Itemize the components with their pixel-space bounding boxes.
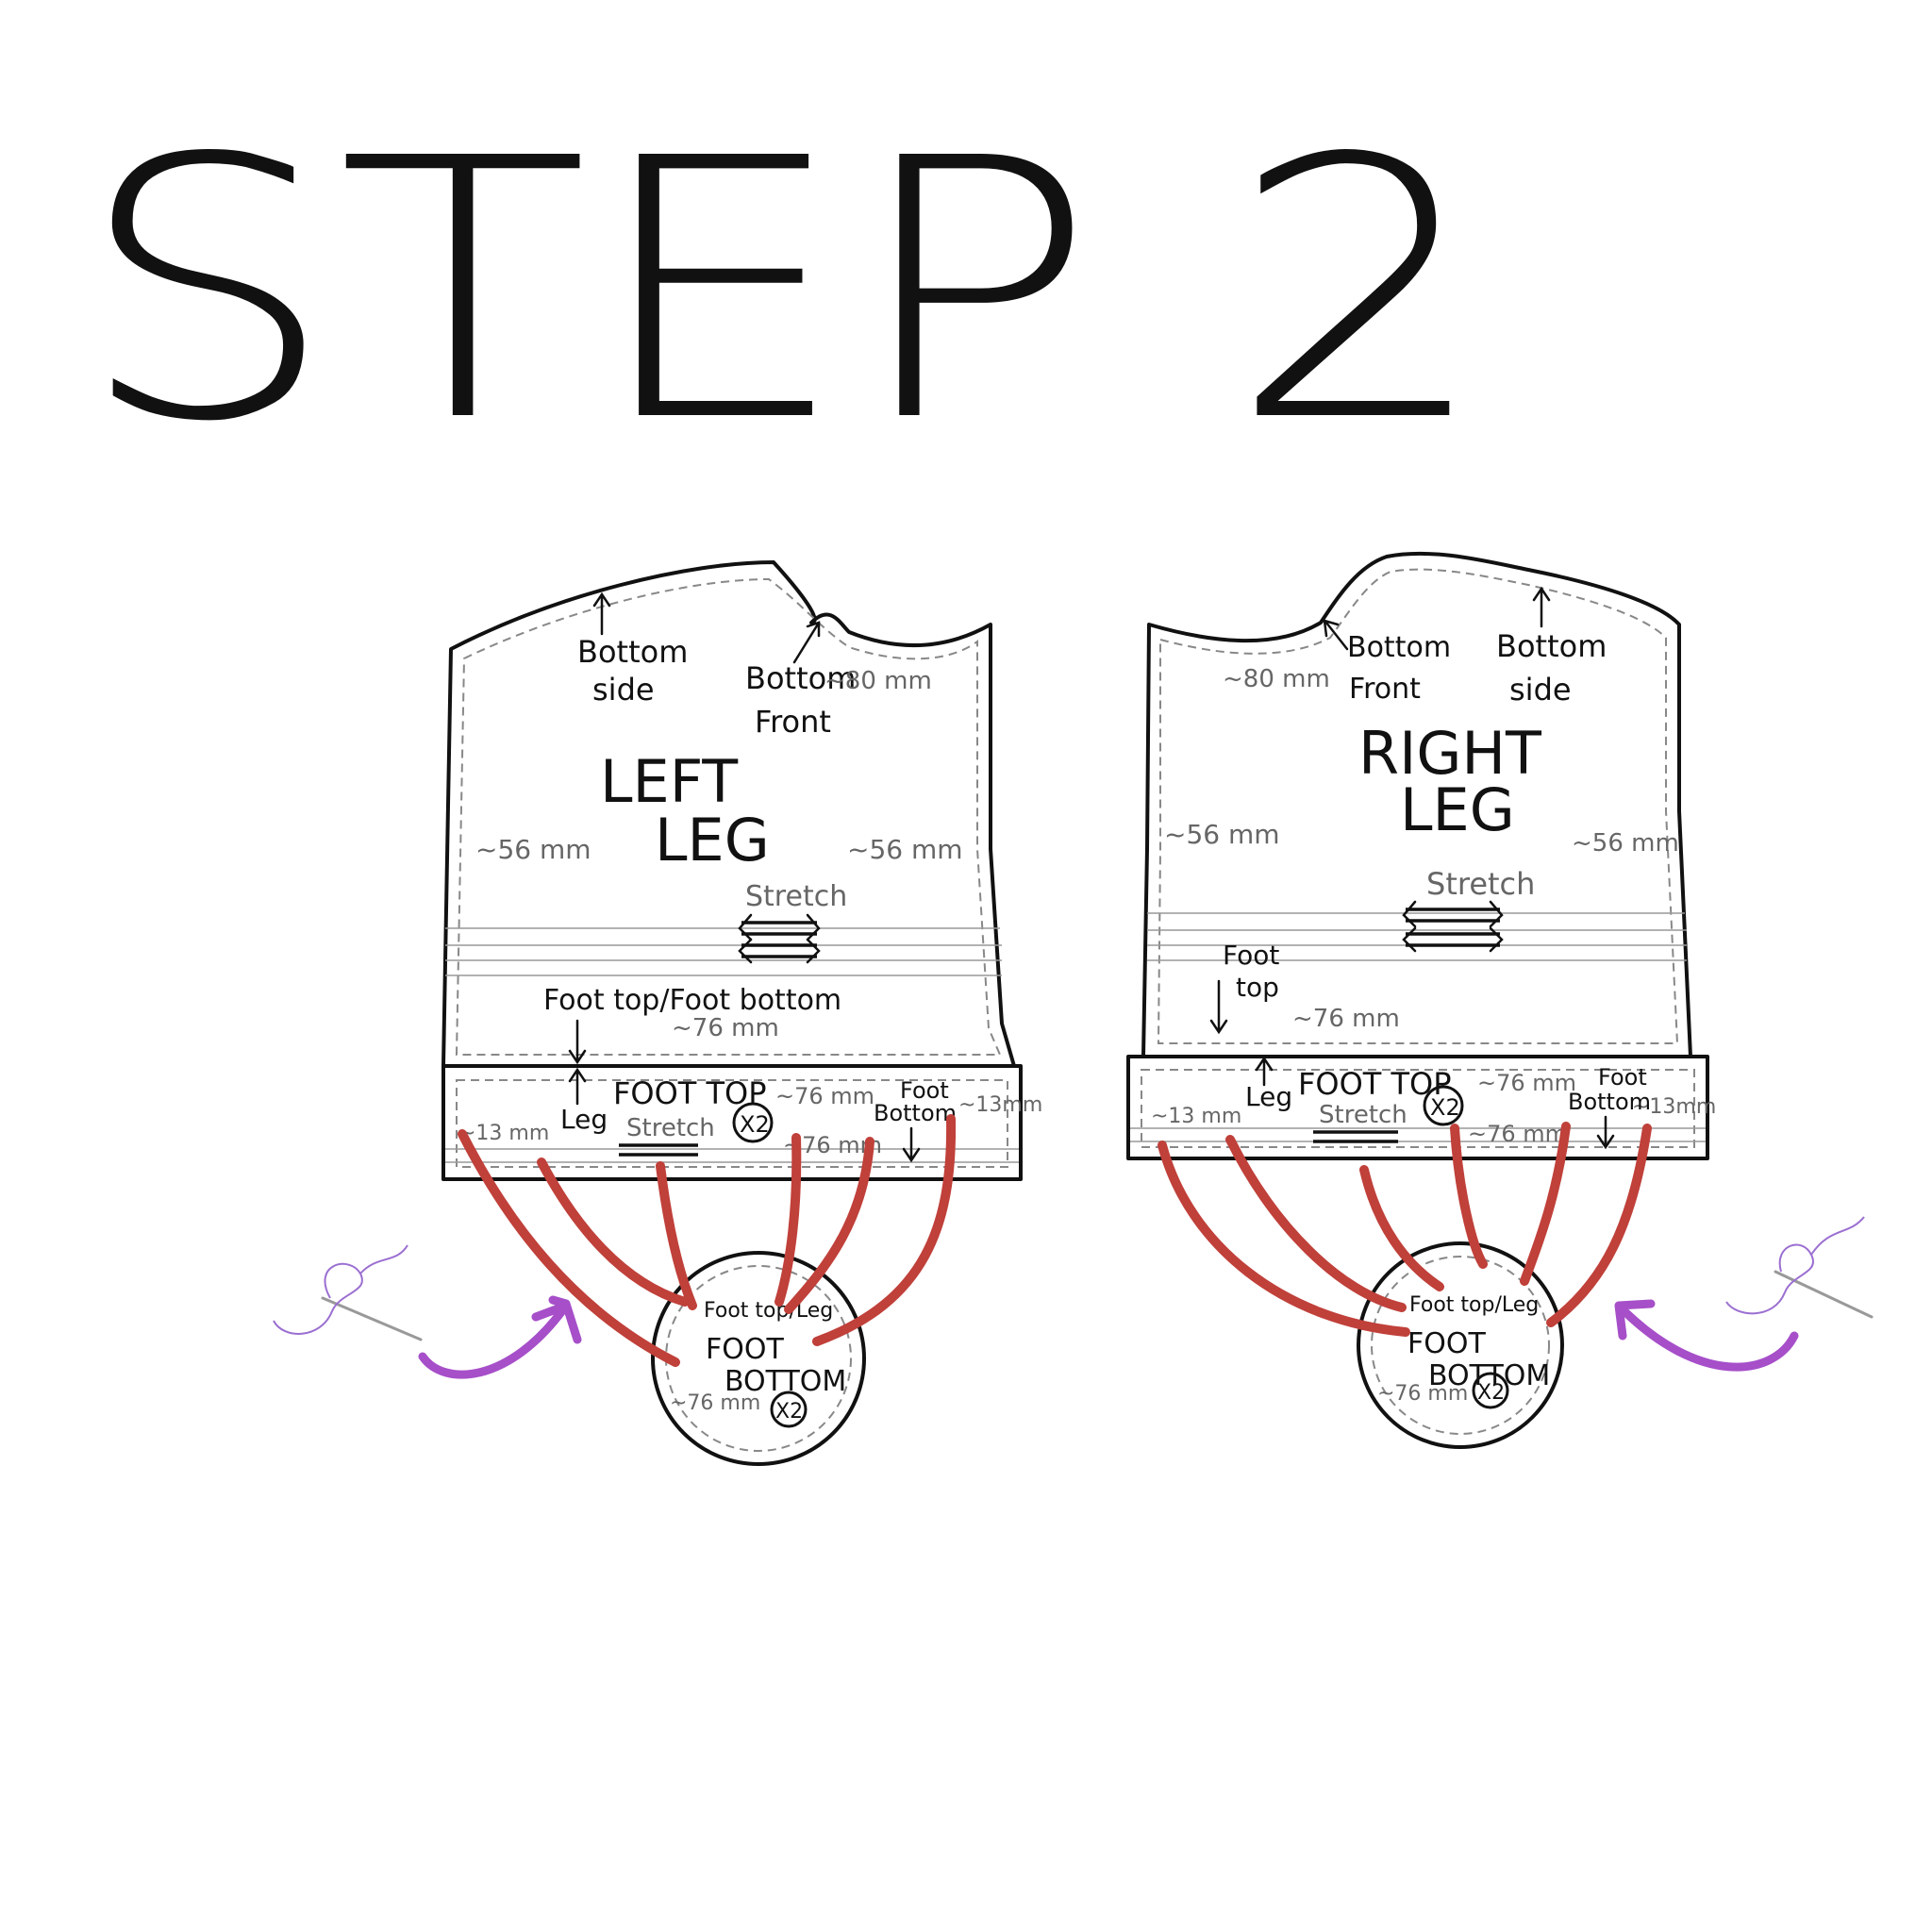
right-circle-top-label: Foot top/Leg xyxy=(1409,1293,1539,1317)
left-circle-top-label: Foot top/Leg xyxy=(704,1299,833,1323)
right-leg-seam-line xyxy=(1157,568,1679,1044)
left-stretch-label: Stretch xyxy=(745,880,847,913)
right-insert-arrow-icon xyxy=(1614,1299,1799,1372)
right-dim-right: ~56 mm xyxy=(1572,829,1679,858)
right-strip-stretch: Stretch xyxy=(1319,1101,1407,1129)
right-strip-foot-bottom-1: Foot xyxy=(1598,1064,1647,1091)
right-dim-left: ~56 mm xyxy=(1164,819,1280,850)
left-insert-arrow-icon xyxy=(418,1295,582,1379)
right-strip-dim-side-r: ~13mm xyxy=(1632,1095,1716,1119)
right-strip-foot-bottom-2: Bottom xyxy=(1568,1089,1651,1115)
right-bottom-front-label-1: Bottom xyxy=(1347,631,1451,664)
right-bottom-side-label-2: side xyxy=(1509,672,1572,708)
left-bottom-front-arrow xyxy=(792,621,821,664)
left-bottom-side-label-1: Bottom xyxy=(577,634,688,670)
left-foot-top-arrow xyxy=(568,1019,587,1065)
right-circle-title-1: FOOT xyxy=(1407,1327,1486,1360)
right-needle-and-thread-icon xyxy=(1725,1216,1874,1319)
right-foot-top-arrow xyxy=(1209,979,1228,1035)
left-strip-title: FOOT TOP xyxy=(613,1075,767,1111)
right-foot-bottom-circle xyxy=(1357,1241,1564,1449)
left-strip-dim-side-r: ~13mm xyxy=(958,1093,1042,1117)
left-strip-foot-bottom-2: Bottom xyxy=(874,1100,957,1126)
left-foot-top-bottom-label: Foot top/Foot bottom xyxy=(543,984,841,1017)
left-leg-piece-outline xyxy=(441,560,1016,1068)
left-piece-title-1: LEFT xyxy=(600,747,739,816)
left-strip-dim-side-l: ~13 mm xyxy=(458,1122,549,1145)
right-piece-title-2: LEG xyxy=(1400,775,1515,844)
left-strip-foot-bottom-1: Foot xyxy=(900,1077,949,1104)
left-circle-dim: ~76 mm xyxy=(670,1391,760,1415)
right-stretch-label: Stretch xyxy=(1426,866,1535,902)
left-bottom-front-label-1: Bottom xyxy=(745,660,856,696)
right-dim-top: ~80 mm xyxy=(1223,665,1330,693)
right-bottom-side-arrow xyxy=(1532,586,1551,628)
left-foot-top-strip xyxy=(441,1064,1023,1181)
right-circle-dim: ~76 mm xyxy=(1377,1382,1468,1406)
left-needle-and-thread-icon xyxy=(273,1244,423,1341)
left-dim-top: ~80 mm xyxy=(824,667,932,695)
left-leg-seam-line xyxy=(455,577,1002,1056)
right-strip-leg-label: Leg xyxy=(1245,1081,1292,1112)
left-stretch-arrows xyxy=(738,913,821,964)
right-bottom-front-arrow xyxy=(1323,619,1349,651)
right-circle-title-2: BOTTOM xyxy=(1428,1359,1550,1392)
left-bottom-front-label-2: Front xyxy=(755,704,831,740)
right-circle-x2: X2 xyxy=(1477,1381,1505,1405)
left-dim-right: ~56 mm xyxy=(847,834,963,865)
right-piece-title-1: RIGHT xyxy=(1358,719,1542,788)
left-circle-x2: X2 xyxy=(775,1400,803,1424)
left-leg-pattern: Bottom side Bottom Front ~80 mm LEFT LEG… xyxy=(273,560,1042,1466)
left-stitch-guides xyxy=(458,1114,957,1367)
left-bottom-side-label-2: side xyxy=(592,672,655,708)
step-title: STEP 2 xyxy=(75,82,1491,500)
left-circle-title-1: FOOT xyxy=(706,1333,784,1366)
left-dim-left: ~56 mm xyxy=(475,834,591,865)
right-leg-piece-outline xyxy=(1141,551,1692,1058)
left-strip-stretch: Stretch xyxy=(626,1114,715,1142)
left-foot-bottom-circle xyxy=(651,1251,866,1466)
right-foot-top-label-2: top xyxy=(1236,972,1279,1003)
right-strip-dim-b: ~76 mm xyxy=(1468,1121,1567,1147)
right-strip-x2: X2 xyxy=(1430,1094,1460,1121)
right-foot-top-strip xyxy=(1126,1055,1709,1160)
left-strip-leg-label: Leg xyxy=(560,1104,608,1135)
left-strip-x2: X2 xyxy=(740,1111,770,1138)
right-strip-dim-a: ~76 mm xyxy=(1477,1070,1576,1096)
left-dim-bottom: ~76 mm xyxy=(672,1014,779,1042)
right-leg-pattern: Bottom Front Bottom side ~80 mm RIGHT LE… xyxy=(1126,551,1874,1449)
left-bottom-side-arrow xyxy=(592,591,611,636)
right-strip-dim-side-l: ~13 mm xyxy=(1151,1105,1241,1128)
right-bottom-side-label-1: Bottom xyxy=(1496,628,1607,664)
right-foot-top-label-1: Foot xyxy=(1223,940,1279,971)
left-strip-dim-a: ~76 mm xyxy=(775,1083,874,1109)
right-dim-bottom: ~76 mm xyxy=(1292,1005,1400,1033)
right-stretch-arrows xyxy=(1402,900,1504,953)
right-bottom-front-label-2: Front xyxy=(1349,673,1421,706)
right-stitch-guides xyxy=(1158,1122,1652,1337)
left-piece-title-2: LEG xyxy=(655,806,770,874)
